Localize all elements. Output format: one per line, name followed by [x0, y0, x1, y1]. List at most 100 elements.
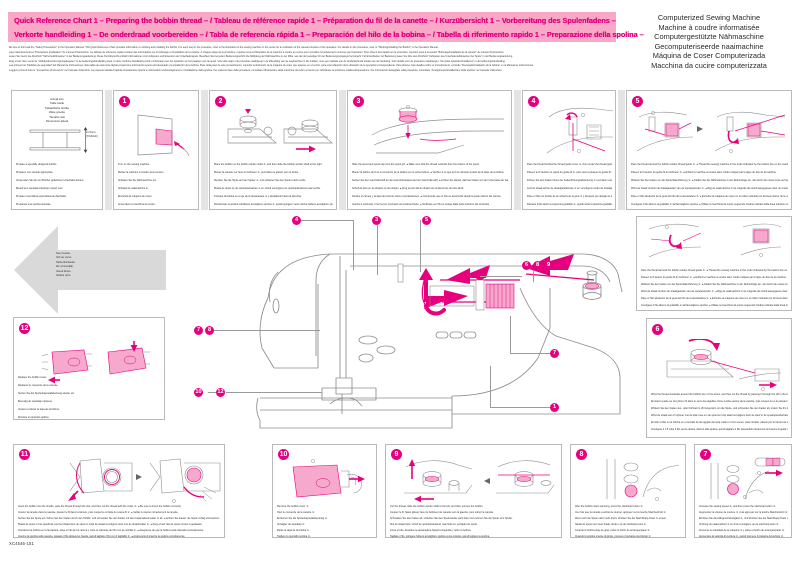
actual-size-caption-de: Verwenden Sie die von Brother gelieferte…	[16, 179, 84, 182]
illustration-step5-detail	[648, 223, 782, 258]
diagram-marker-4[interactable]: 4	[292, 216, 301, 225]
diagram-marker-8[interactable]: 8	[533, 261, 542, 270]
chart-title-band: Quick Reference Chart 1 – Preparing the …	[8, 12, 644, 42]
diagram-marker-1-right[interactable]: 1	[550, 403, 559, 412]
step-9-caption-nl: Snij de draad door, schuif de spoelopwin…	[390, 523, 478, 526]
leader-4	[301, 220, 353, 221]
step-8-caption-nl: Nadat de spoel niet meer draait, drukt u…	[575, 523, 647, 526]
leader-5-v	[420, 220, 421, 272]
step-2-caption-en: Place the bobbin on the bobbin winder sh…	[214, 163, 323, 166]
step-5-caption-de: Wickeln Sie den Faden um die Spulerfaden…	[631, 179, 788, 182]
panel-step-3: 3 Slide the spool and spool cap onto the…	[347, 90, 512, 210]
step-11-caption-es: Introduzca la bobina en la lanzadera, pa…	[18, 529, 204, 532]
step-9-caption-fr: Coupez le fil, faites glisser l'axe du b…	[390, 511, 494, 514]
step-12-caption-fr: Replacez le couvercle de la canette.	[18, 384, 59, 387]
panel-step-12: 12 Replace the bobbin cover. Replacez le…	[13, 317, 165, 420]
step-5d-caption-en: Pass the thread around the bobbin winder…	[641, 269, 788, 272]
see-reverse-it: Vedere retro.	[56, 274, 71, 278]
intro-es: Lea primero las "Medidas de seguridad" d…	[9, 64, 534, 68]
illustration-remove-bobbin-cover	[292, 459, 365, 498]
step-8-caption-en: After the bobbin stops spinning, press t…	[575, 505, 644, 508]
panel-separator-4	[514, 90, 521, 210]
diagram-marker-10[interactable]: 10	[194, 388, 203, 397]
step-number-1: 1	[119, 96, 130, 107]
step-8-caption-fr: Une fois que la canette a arrêté de tour…	[575, 511, 667, 514]
step-3-caption-nl: Schuif de klos en de klospin op de klosp…	[352, 187, 464, 190]
diagram-marker-5[interactable]: 5	[422, 216, 431, 225]
dimension-arrow-icon	[83, 127, 88, 153]
step-2-caption-it: Posizionare la spolina sull'albero avvol…	[214, 203, 333, 206]
step-9-caption-es: Corte el hilo, desplace la devanadera ha…	[390, 529, 472, 532]
leader-78	[214, 330, 320, 331]
actual-size-caption-es: Prepare una bobina especialmente diseñad…	[16, 195, 67, 198]
step-9-caption-de: Schneiden Sie den Faden ab, schieben Sie…	[390, 517, 513, 520]
intro-fr: Lisez attentivement les "Précautions d'u…	[9, 50, 505, 54]
panel-step-11: 11	[13, 444, 225, 538]
step-10-caption-it: Togliere lo sportello spolina ①.	[277, 535, 311, 538]
diagram-marker-7-right[interactable]: 7	[550, 349, 559, 358]
step-number-12: 12	[19, 323, 30, 334]
panel-separator-1	[105, 90, 112, 210]
left-arrow-icon	[14, 226, 166, 314]
diagram-marker-9[interactable]: 9	[544, 261, 553, 270]
leader-7r	[510, 353, 551, 354]
panel-step-9: 9	[385, 444, 562, 538]
step-1-caption-nl: Schakel de naaimachine in.	[118, 187, 149, 190]
step-7-caption-it: Aumentare la velocità di cucitura ①, qui…	[699, 535, 784, 538]
step-number-10: 10	[278, 449, 289, 460]
actual-size-it: Dimensioni attuali	[45, 119, 69, 124]
step-5-caption-it: Avvolgere il filo attorno al guidafilo ①…	[631, 203, 788, 206]
step-10-caption-en: Remove the bobbin cover ①.	[277, 505, 310, 508]
diagram-marker-7-left[interactable]: 7	[194, 326, 203, 335]
step-number-9: 9	[391, 449, 402, 460]
diagram-marker-3[interactable]: 3	[372, 216, 381, 225]
step-11-caption-it: Inserire la spolina nella navetta, passa…	[18, 535, 186, 538]
leader-3-v	[377, 225, 378, 275]
step-1-caption-de: Schalten Sie die Nähmaschine ein.	[118, 179, 157, 182]
illustration-spool-on-pin	[371, 105, 504, 154]
actual-size-en: Actual size	[50, 97, 64, 101]
intro-en: Be sure to first read the "Safety Precau…	[9, 46, 439, 49]
step-1-caption-es: Encienda la máquina de coser.	[118, 195, 153, 198]
leader-1r-v	[490, 366, 491, 407]
step-3-caption-fr: Placez la bobine de fil et le couvercle …	[352, 171, 505, 174]
step-1-caption-it: Accendere la macchina da cucire.	[118, 203, 156, 206]
center-machine-diagram: 4 3 5 6 8 9 7 8 7 1 10 12	[190, 216, 630, 441]
step-5-caption-es: Pase el hilo alrededor de la guía del hi…	[631, 195, 788, 198]
product-name-es: Máquina de Coser Computerizada	[652, 51, 766, 61]
panel-separator-2	[201, 90, 208, 210]
header: Quick Reference Chart 1 – Preparing the …	[0, 0, 802, 78]
step-number-11: 11	[19, 449, 30, 460]
step-8-caption-it: Quando la spolina smette di girare, prem…	[575, 535, 652, 538]
see-reverse-fr: Voir au verso.	[56, 256, 72, 260]
document-part-code: XC4546-151	[9, 541, 35, 546]
panel-step-2: 2 Place the bobbin o	[209, 90, 337, 210]
step-5-caption-fr: Passez le fil autour du guide-fil du bob…	[631, 171, 777, 174]
illustration-replace-bobbin-cover	[41, 341, 150, 384]
leader-1012	[226, 392, 322, 393]
step-number-2: 2	[215, 96, 226, 107]
leader-1012-dash	[208, 392, 216, 393]
step-5d-caption-de: Wickeln Sie den Faden um die Spulerfaden…	[641, 283, 788, 286]
intro-it: Leggere prima di tutto le "precauzioni d…	[9, 68, 503, 72]
actual-size-de: Tatsächliche Größe	[44, 105, 70, 110]
step-12-caption-de: Setzen Sie die Spulenkapselabdeckung wie…	[18, 392, 75, 395]
step-5-caption-nl: Wind de draad rondom de draadgeleider va…	[631, 187, 788, 190]
actual-size-es: Tamaño real	[49, 114, 65, 119]
actual-size-nl: Ware grootte	[48, 110, 66, 115]
step-6-caption-it: Avvolgere 4 o 5 volte il filo senza dest…	[651, 428, 788, 431]
diagram-marker-12[interactable]: 12	[216, 388, 225, 397]
step-4-caption-fr: Passez le fil derrière le capot du guide…	[527, 171, 612, 174]
step-12-caption-nl: Bevestig de spoelkap opnieuw.	[18, 400, 53, 403]
step-6-caption-fr: Enroulez quatre ou cinq fois le fil dans…	[651, 400, 788, 403]
panel-separator-5	[618, 90, 625, 210]
intro-de: Lesen Sie zuerst die Abschnitt "Sicherhe…	[9, 55, 513, 59]
step-2-caption-es: Coloque la bobina en el eje de la devana…	[214, 195, 302, 198]
illustration-bobbin-winder-guide	[636, 111, 786, 153]
panel-step-8: 8 After the bobbin stops spinning, press…	[570, 444, 686, 538]
step-5-caption-en: Pass the thread around the bobbin winder…	[631, 163, 788, 166]
diagram-marker-6[interactable]: 6	[522, 261, 531, 270]
sewing-machine-outline	[256, 253, 623, 429]
diagram-marker-8-left[interactable]: 8	[205, 326, 214, 335]
